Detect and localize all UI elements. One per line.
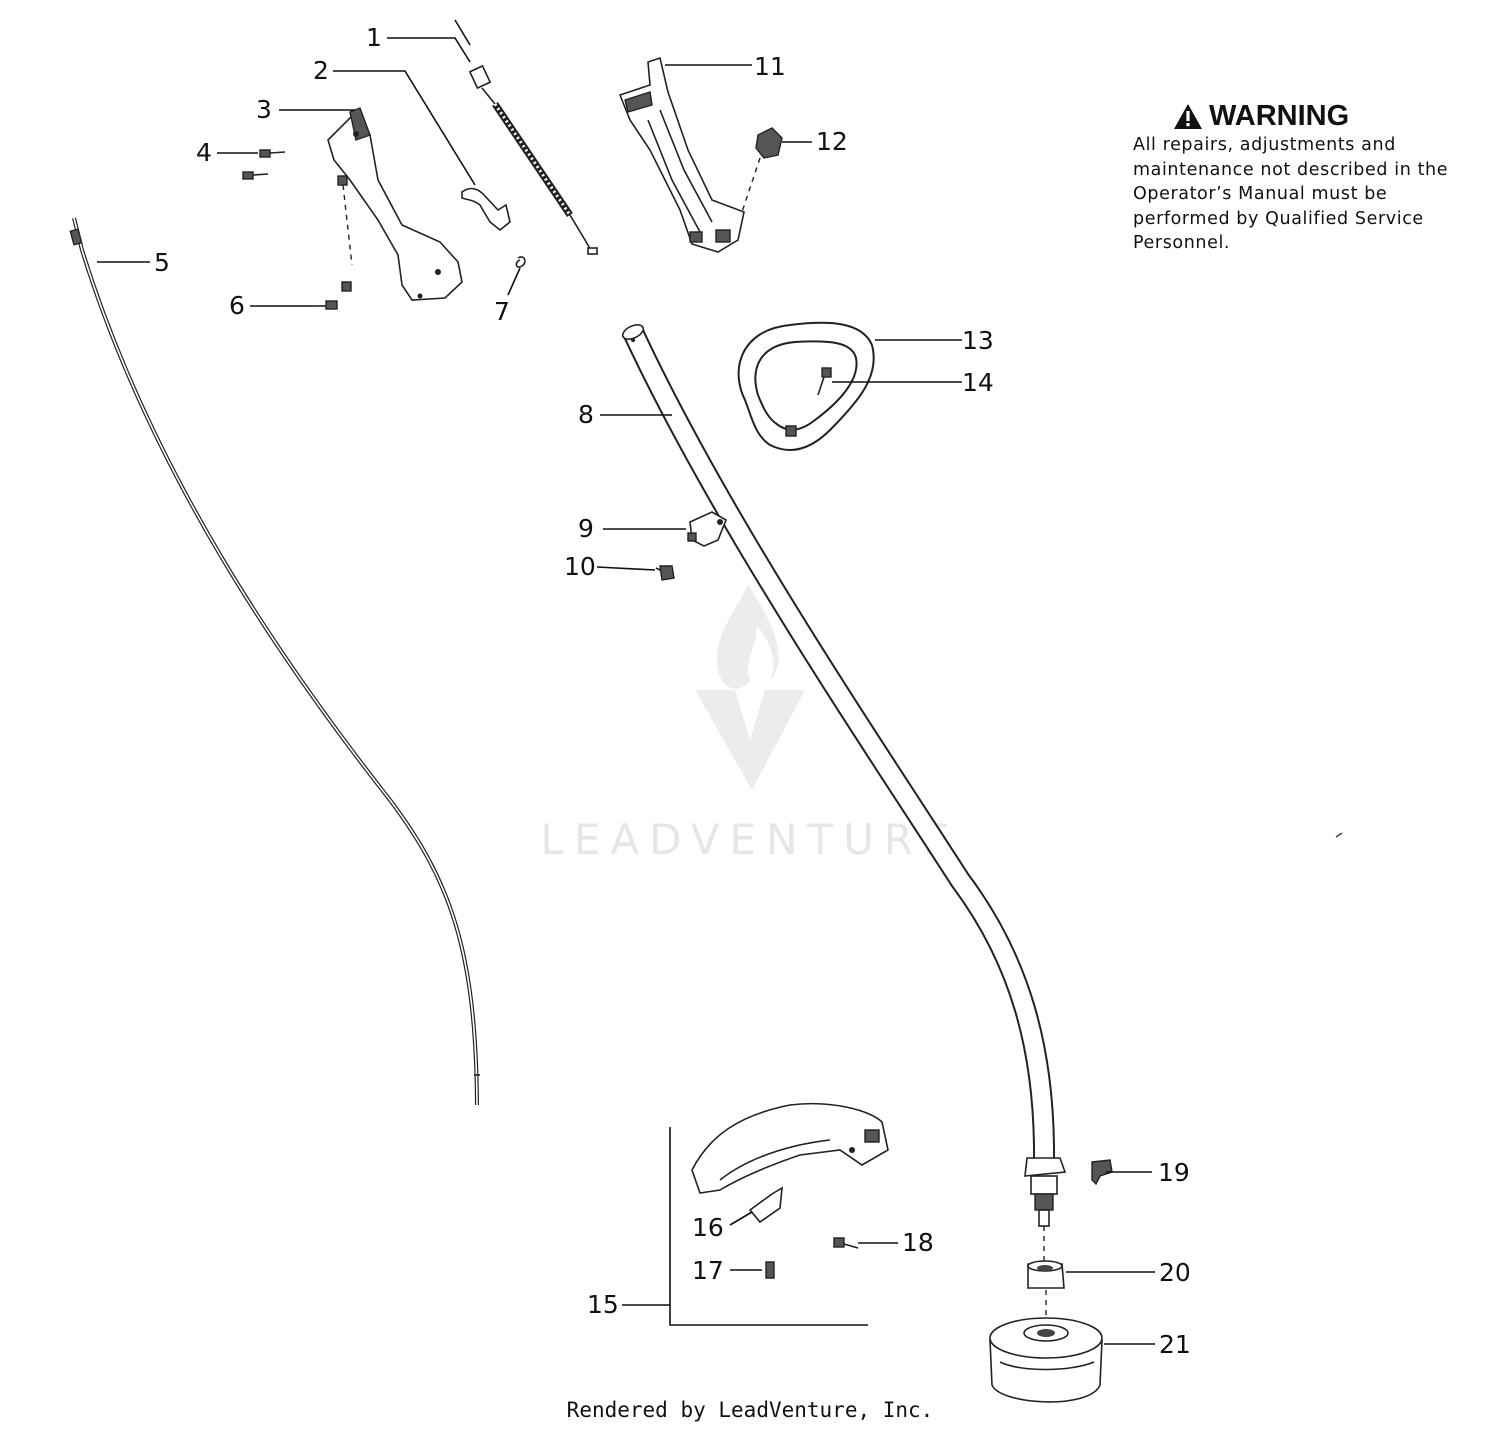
callout-9: 9 [578,514,594,543]
callout-6: 6 [229,291,245,320]
callout-20: 20 [1159,1258,1191,1287]
callout-13: 13 [962,326,994,355]
part-handle-grip[interactable] [618,56,745,253]
callout-21: 21 [1159,1330,1191,1359]
part-bracket[interactable] [687,511,728,547]
warning-triangle-icon [1174,104,1202,129]
part-shaft-housing[interactable] [620,322,1067,1227]
warning-body: All repairs, adjustments and maintenance… [1133,135,1449,253]
part-screws-4[interactable] [242,149,286,180]
part-screw-18[interactable] [833,1237,859,1249]
callout-15: 15 [587,1290,619,1319]
leadventure-watermark-logo [695,585,805,790]
part-nut-20[interactable] [1027,1260,1065,1289]
footer-credit: Rendered by LeadVenture, Inc. [566,1398,934,1422]
part-nut-12[interactable] [755,127,783,159]
part-screw-14[interactable] [817,367,832,396]
callout-17: 17 [692,1256,724,1285]
part-loop-handle[interactable] [737,321,875,451]
watermark-text: LEADVENTURE [540,815,960,864]
callout-11: 11 [754,52,786,81]
part-trimmer-head[interactable] [989,1317,1103,1403]
warning-title: WARNING [1173,100,1473,133]
callout-16: 16 [692,1213,724,1242]
callout-3: 3 [256,95,272,124]
callout-2: 2 [313,56,329,85]
callout-19: 19 [1158,1158,1190,1187]
part-spring[interactable] [515,256,526,268]
part-drive-shaft[interactable] [69,217,480,1106]
callout-10: 10 [564,552,596,581]
callout-7: 7 [494,297,510,326]
part-handle-housing[interactable] [327,107,463,301]
part-wing-screw[interactable] [1091,1159,1113,1186]
part-screw-10[interactable] [655,565,675,581]
part-grass-guard[interactable] [691,1102,889,1224]
callout-18: 18 [902,1228,934,1257]
warning-title-text: WARNING [1209,100,1350,132]
part-screw-17[interactable] [765,1261,775,1279]
part-screw-6[interactable] [315,300,338,310]
warning-box: WARNING All repairs, adjustments and mai… [1133,100,1473,256]
callout-14: 14 [962,368,994,397]
callout-8: 8 [578,400,594,429]
part-throttle-trigger[interactable] [461,187,511,232]
part-throttle-cable[interactable] [454,19,598,255]
callout-5: 5 [154,248,170,277]
callout-1: 1 [366,23,382,52]
callout-12: 12 [816,127,848,156]
callout-4: 4 [196,138,212,167]
